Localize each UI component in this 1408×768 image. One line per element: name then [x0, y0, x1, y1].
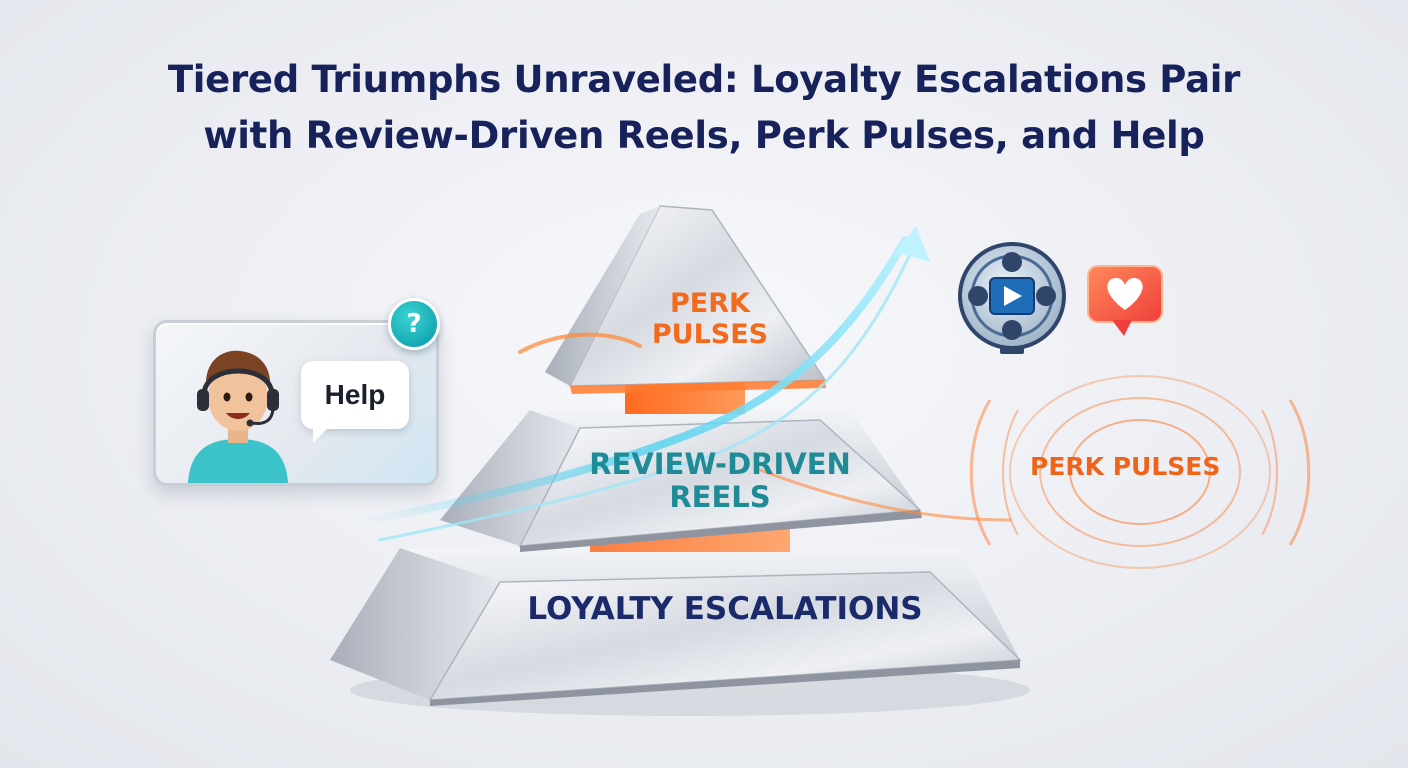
help-bubble-text: Help [324, 379, 386, 410]
perk-pulse-rings [969, 375, 1311, 569]
tier-middle-line-1: REVIEW-DRIVEN [589, 447, 851, 481]
speech-bubble-icon[interactable]: Help [301, 361, 409, 443]
title-line-1: Tiered Triumphs Unraveled: Loyalty Escal… [167, 58, 1241, 101]
title-line-2: with Review-Driven Reels, Perk Pulses, a… [203, 114, 1205, 157]
question-badge-text: ? [406, 309, 422, 339]
heart-like-icon [1087, 265, 1163, 336]
help-card[interactable]: Help [153, 320, 439, 486]
play-icon [1004, 286, 1022, 306]
tier-middle-line-2: REELS [669, 480, 771, 515]
tier-top-line-1: PERK [670, 288, 750, 319]
perk-pulses-side-label: PERK PULSES [1030, 452, 1221, 481]
tier-top-line-2: PULSES [651, 319, 769, 351]
growth-arrow [356, 226, 1012, 542]
page-title: Tiered Triumphs Unraveled: Loyalty Escal… [0, 52, 1408, 164]
question-mark-icon[interactable]: ? [388, 298, 440, 350]
tier-bottom-label: LOYALTY ESCALATIONS [527, 591, 923, 627]
tier-middle-label: REVIEW-DRIVEN REELS [560, 447, 880, 515]
film-reel-icon [958, 242, 1066, 354]
headset-icon [201, 368, 275, 396]
tier-middle-block [440, 410, 922, 552]
arrow-head-icon [896, 226, 930, 262]
tier-bottom-block [330, 548, 1022, 706]
support-agent-avatar-icon [188, 350, 288, 483]
tier-top-label: PERK PULSES [640, 288, 780, 350]
